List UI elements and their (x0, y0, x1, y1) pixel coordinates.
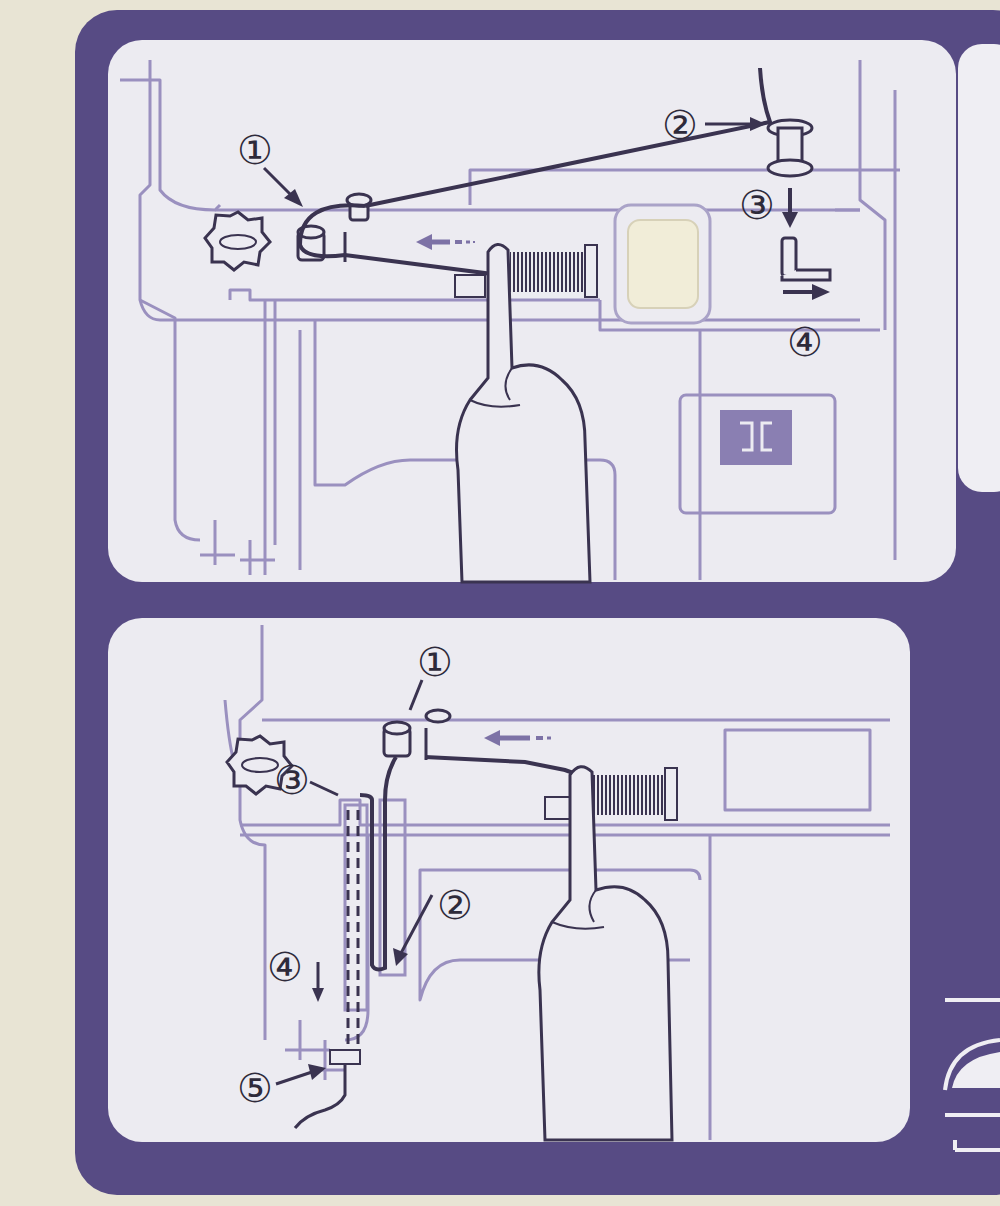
callout-number: ② (437, 885, 473, 925)
callout-number: ② (662, 105, 698, 145)
callout-number: ④ (787, 322, 823, 362)
callout-number: ④ (267, 947, 303, 987)
callout-number: ③ (274, 760, 310, 800)
callout-number: ⑤ (237, 1068, 273, 1108)
callout-number: ③ (739, 185, 775, 225)
callout-number: ① (237, 130, 273, 170)
callout-number: ① (417, 642, 453, 682)
